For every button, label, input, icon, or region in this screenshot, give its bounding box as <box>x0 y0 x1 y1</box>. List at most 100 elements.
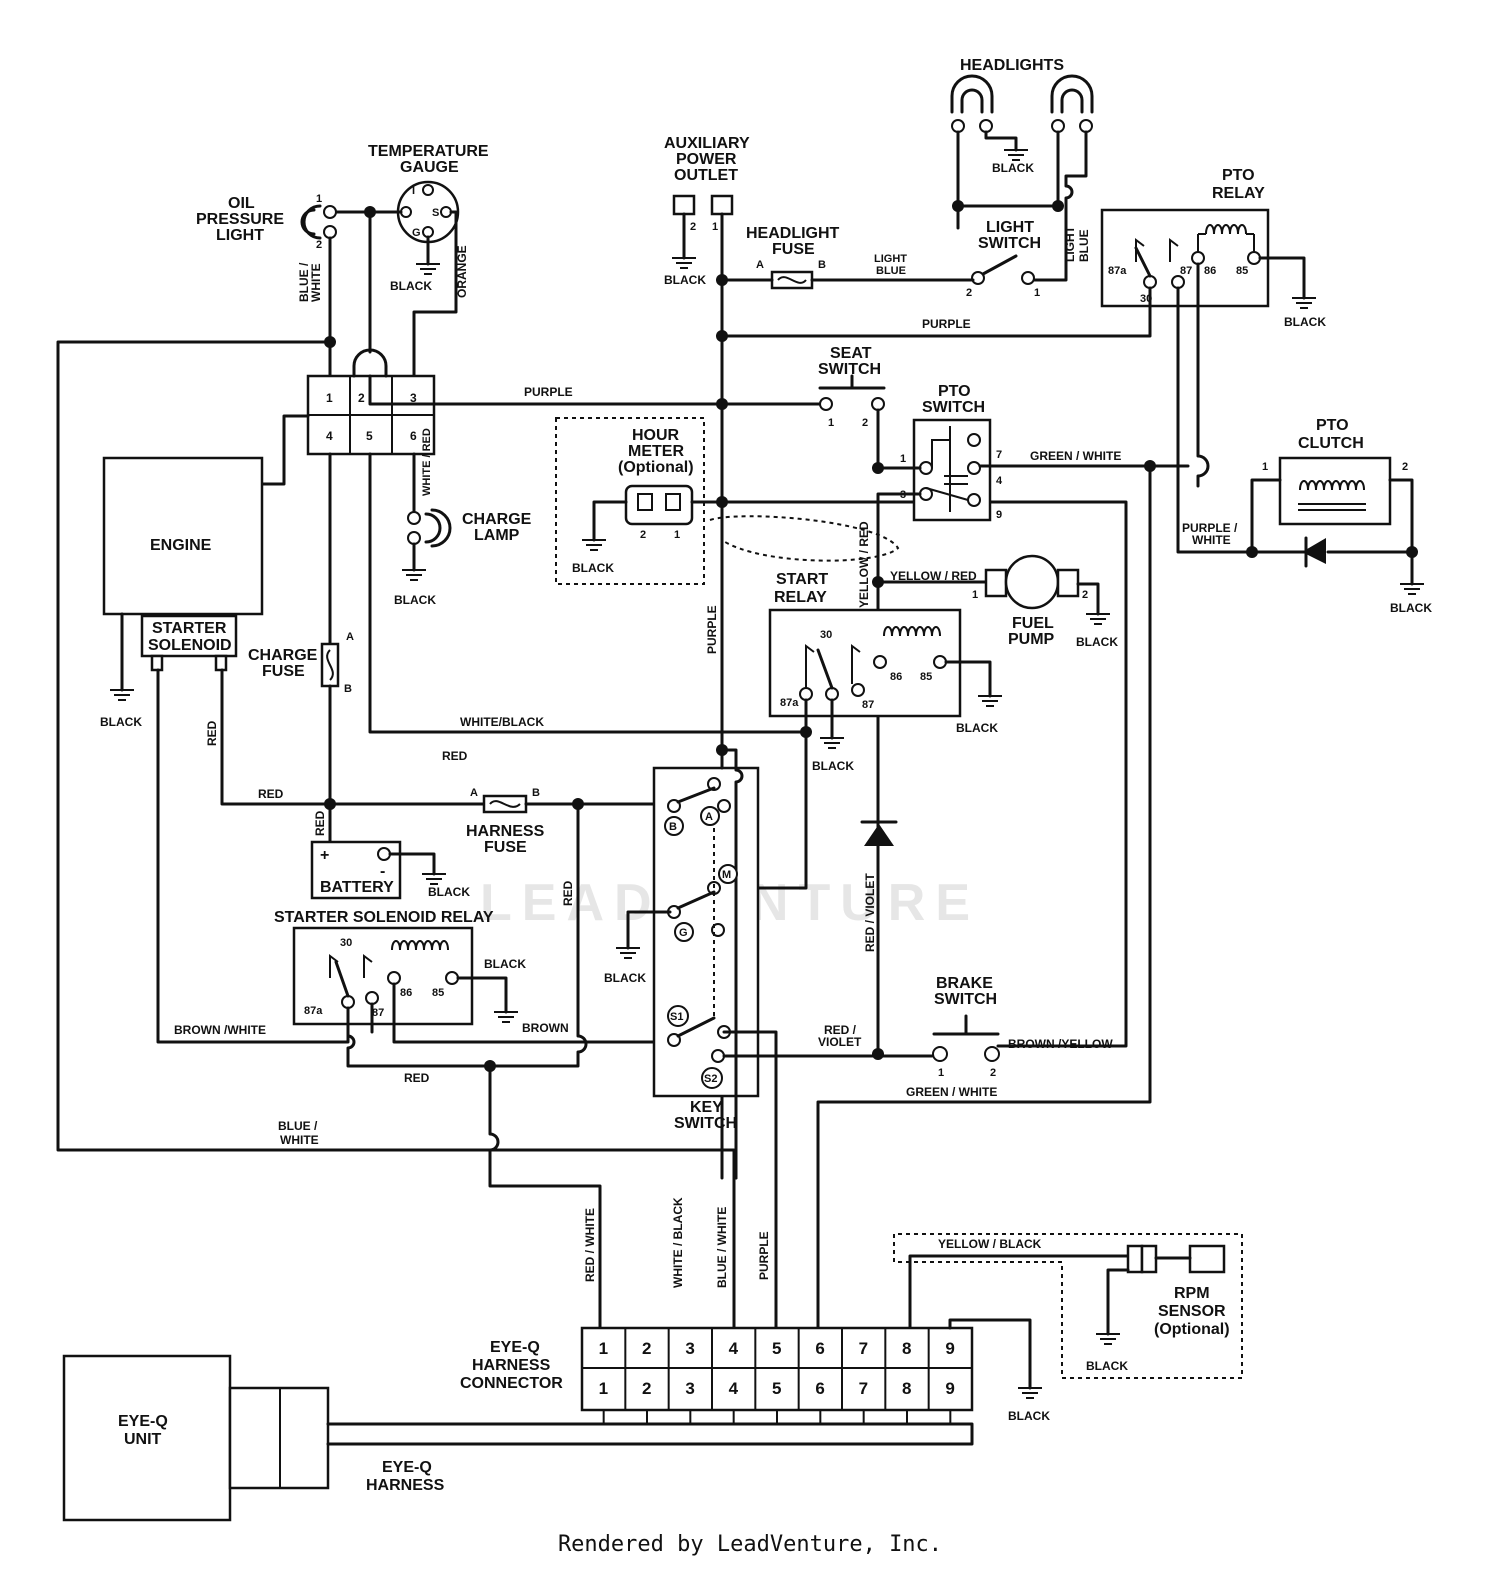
wire-green-white-top: GREEN / WHITE <box>1030 449 1121 463</box>
wire-red-white-vertical: RED / WHITE <box>583 1208 597 1282</box>
wire-light-blue-1: LIGHT <box>874 253 907 265</box>
key-b: B <box>669 821 677 833</box>
rpm-sensor: YELLOW / BLACK RPM SENSOR (Optional) BLA… <box>893 1233 1243 1379</box>
battery-ground-label: BLACK <box>428 885 470 899</box>
wire-purple-white-2: WHITE <box>1192 533 1231 547</box>
pto-switch-pin-3: 3 <box>900 489 906 501</box>
rpm-ground-label: BLACK <box>1086 1359 1128 1373</box>
wire-purple-vertical: PURPLE <box>705 605 719 654</box>
conn-pin-1: 1 <box>326 391 333 405</box>
oil-light-pin-1: 1 <box>316 193 322 205</box>
temp-gauge-pin-s: S <box>432 207 439 219</box>
key-switch: B A M G S1 S2 BLACK RED / VIOLET KEY SWI… <box>604 744 934 1330</box>
headlights: HEADLIGHTS BLACK LIGHT BLUE <box>950 57 1094 282</box>
conn-pin-6: 6 <box>410 429 417 443</box>
eyeq-unit-label-2: UNIT <box>124 1431 162 1448</box>
engine-label: ENGINE <box>150 537 212 554</box>
wire-yellow-red-vertical: YELLOW / RED <box>857 521 871 608</box>
key-s2: S2 <box>704 1073 717 1085</box>
hour-meter-ground-label: BLACK <box>572 561 614 575</box>
fuel-pump-ground-label: BLACK <box>1076 635 1118 649</box>
charge-fuse-pin-a: A <box>346 631 354 643</box>
eyeq-unit-label-1: EYE-Q <box>118 1413 168 1430</box>
key-switch-ground-label: BLACK <box>604 971 646 985</box>
charge-fuse: CHARGE FUSE A B RED <box>248 631 354 850</box>
engine: ENGINE STARTER SOLENOID BLACK RED RED BR… <box>100 456 342 1044</box>
conn-pin-3: 3 <box>410 391 417 405</box>
engine-connector: 1 2 3 4 5 6 PURPLE WHITE / RED <box>56 336 808 1152</box>
temp-gauge-pin-i: I <box>412 185 415 197</box>
charge-lamp-label-2: LAMP <box>474 527 520 544</box>
auxiliary-power-outlet: AUXILIARY POWER OUTLET 2 1 BLACK <box>664 135 750 287</box>
eyeq-harness-label-2: HARNESS <box>366 1477 445 1494</box>
connector-pin-label: 2 <box>642 1339 651 1358</box>
temp-gauge-label-2: GAUGE <box>400 159 459 176</box>
pto-clutch-label-2: CLUTCH <box>1298 435 1364 452</box>
conn-pin-5: 5 <box>366 429 373 443</box>
fuel-pump: YELLOW / RED FUEL PUMP 1 2 BLACK <box>872 554 1118 649</box>
pto-relay: PTO RELAY 87a 30 87 86 85 BLACK PURPLE <box>716 167 1326 554</box>
starter-solenoid-label-1: STARTER <box>152 620 227 637</box>
light-switch-pin-2: 2 <box>966 287 972 299</box>
conn-pin-4: 4 <box>326 429 333 443</box>
charge-lamp-label-1: CHARGE <box>462 511 532 528</box>
connector-pin-label: 7 <box>859 1339 868 1358</box>
wire-red-left: RED <box>258 787 284 801</box>
eyeq-harness-label-1: EYE-Q <box>382 1459 432 1476</box>
wire-purple-mid: PURPLE <box>524 385 573 399</box>
oil-light-label-2: PRESSURE <box>196 211 284 228</box>
key-m: M <box>722 869 731 881</box>
wire-orange: ORANGE <box>455 245 469 298</box>
temp-gauge-label-1: TEMPERATURE <box>368 143 489 160</box>
connector-pin-label: 1 <box>599 1339 608 1358</box>
seat-switch: SEAT SWITCH 1 2 <box>720 345 886 470</box>
start-relay-ground-label-2: BLACK <box>812 759 854 773</box>
wire-blue-white-vertical: BLUE / WHITE <box>715 1207 729 1288</box>
pto-switch-pin-9: 9 <box>996 509 1002 521</box>
wire-purple-bottom-vertical: PURPLE <box>757 1231 771 1280</box>
harness-fuse-label-1: HARNESS <box>466 823 545 840</box>
start-relay-85: 85 <box>920 671 932 683</box>
fuel-pump-label-1: FUEL <box>1012 615 1054 632</box>
wire-red-vertical: RED <box>205 720 219 746</box>
wire-brown-yellow: BROWN /YELLOW <box>1008 1037 1113 1051</box>
connector-pin-label: 9 <box>945 1379 954 1398</box>
eyeq-connector-label-2: HARNESS <box>472 1357 551 1374</box>
rpm-sensor-label-2: SENSOR <box>1158 1303 1226 1320</box>
wire-light-blue-2: BLUE <box>876 265 906 277</box>
aux-outlet-label-1: AUXILIARY <box>664 135 750 152</box>
connector-pin-label: 6 <box>815 1339 824 1358</box>
pto-clutch-pin-2: 2 <box>1402 461 1408 473</box>
connector-pin-label: 5 <box>772 1339 781 1358</box>
seat-switch-pin-2: 2 <box>862 417 868 429</box>
connector-pin-label: 9 <box>945 1339 954 1358</box>
start-relay-label-1: START <box>776 571 828 588</box>
pto-switch-pin-4: 4 <box>996 475 1003 487</box>
ssr-30: 30 <box>340 937 352 949</box>
key-switch-label-1: KEY <box>690 1099 723 1116</box>
connector-pin-label: 3 <box>685 1339 694 1358</box>
wire-white-red: WHITE / RED <box>421 428 433 496</box>
light-switch-label-1: LIGHT <box>986 219 1034 236</box>
connector-pin-label: 8 <box>902 1339 911 1358</box>
wire-red-top: RED <box>442 749 468 763</box>
battery-minus: - <box>380 863 385 880</box>
brake-pin-2: 2 <box>990 1067 996 1079</box>
wire-light-blue-vertical-2: BLUE <box>1077 229 1091 262</box>
light-switch-label-2: SWITCH <box>978 235 1041 252</box>
start-relay-30: 30 <box>820 629 832 641</box>
eyeq-connector-label-3: CONNECTOR <box>460 1375 563 1392</box>
brake-switch-label-1: BRAKE <box>936 975 993 992</box>
pto-relay-87a: 87a <box>1108 265 1127 277</box>
seat-switch-label-2: SWITCH <box>818 361 881 378</box>
connector-pin-label: 2 <box>642 1379 651 1398</box>
connector-pin-label: 3 <box>685 1379 694 1398</box>
charge-fuse-pin-b: B <box>344 683 352 695</box>
pto-relay-label-1: PTO <box>1222 167 1255 184</box>
oil-light-label-1: OIL <box>228 195 255 212</box>
pto-relay-86: 86 <box>1204 265 1216 277</box>
rpm-sensor-label-1: RPM <box>1174 1285 1210 1302</box>
